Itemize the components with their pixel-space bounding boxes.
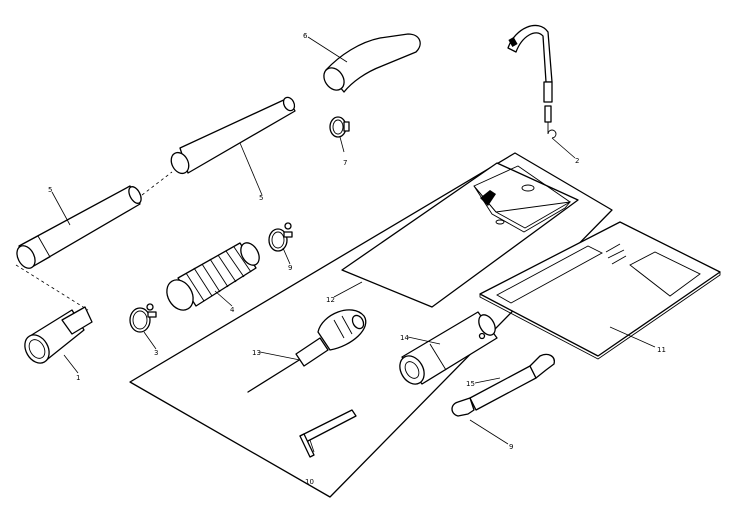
callout-14: 14	[400, 334, 409, 342]
callout-9: 9	[288, 264, 292, 272]
shoulder-strap	[507, 24, 557, 139]
callout-13: 13	[252, 349, 261, 357]
callout-10: 10	[305, 478, 314, 486]
nozzle-elbow	[323, 33, 421, 93]
hose-clamp-left	[129, 303, 157, 333]
callout-5-lower: 5	[48, 186, 52, 194]
clamp-7	[329, 116, 350, 138]
manual-booklet	[479, 221, 721, 360]
screwdriver	[247, 309, 367, 393]
tool-tray	[341, 162, 579, 308]
callout-7: 7	[343, 159, 347, 167]
callouts: 1 2 3 4 5 5 6 7 9 9 10 11 12 13 14 15	[48, 32, 666, 486]
flex-hose	[166, 242, 260, 311]
callout-3-left: 3	[154, 349, 158, 357]
hose-clamp-right	[268, 222, 293, 252]
leader-lines	[51, 36, 656, 453]
callout-4: 4	[230, 306, 235, 314]
callout-15: 15	[466, 380, 475, 388]
plug-wrench	[399, 311, 498, 385]
assembly-line-a	[141, 171, 173, 196]
callout-2: 2	[575, 157, 579, 165]
callout-11: 11	[657, 346, 666, 354]
pipe-lower	[16, 185, 142, 269]
hex-key	[299, 409, 357, 458]
callout-12: 12	[326, 296, 335, 304]
callout-1: 1	[76, 374, 80, 382]
callout-5-upper: 5	[259, 194, 263, 202]
callout-9-tools: 9	[509, 443, 513, 451]
adapter-nozzle	[24, 306, 93, 364]
pipe-upper	[170, 96, 296, 175]
open-end-wrench	[451, 353, 555, 417]
assembly-line-b	[15, 264, 89, 311]
callout-6: 6	[303, 32, 308, 40]
